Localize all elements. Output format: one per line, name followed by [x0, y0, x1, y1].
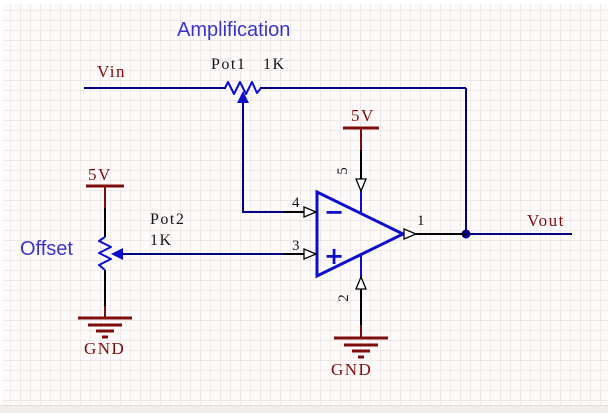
pin-1-arrow — [403, 228, 418, 240]
pin-number-3: 3 — [292, 238, 300, 254]
top-edge-margin — [0, 0, 608, 4]
pot2-wiper-arrow — [111, 248, 123, 260]
bottom-edge-strip — [0, 405, 608, 413]
annotation-amplification: Amplification — [177, 19, 291, 41]
pot2-value: 1K — [150, 232, 173, 249]
pin-number-5: 5 — [334, 167, 351, 175]
pot1-wiper-wire — [242, 103, 285, 213]
pin-stubs — [104, 150, 466, 325]
annotation-offset: Offset — [20, 238, 73, 260]
opamp-plus-sign: + — [324, 242, 344, 270]
opamp-minus-sign: − — [324, 198, 344, 226]
pot1-value: 1K — [263, 56, 286, 73]
pin-2-arrow — [355, 275, 367, 290]
net-label-vin: Vin — [97, 62, 126, 81]
pot1-wiper-arrow — [237, 91, 249, 103]
net-label-vout: Vout — [527, 211, 565, 230]
pin-number-1: 1 — [417, 213, 425, 229]
power-label-5v-left: 5V — [88, 165, 112, 184]
power-label-5v-top: 5V — [351, 106, 375, 125]
gnd-label-right: GND — [331, 360, 373, 379]
gnd-symbol-left — [78, 306, 132, 339]
left-edge-margin — [0, 0, 3, 413]
pin-number-2: 2 — [335, 294, 352, 302]
pot1-designator: Pot1 — [211, 56, 247, 73]
power-bar-left — [86, 184, 124, 208]
pin-5-arrow — [355, 178, 367, 193]
gnd-label-left: GND — [84, 339, 126, 358]
pin-number-4: 4 — [292, 195, 300, 211]
power-bar-top — [343, 126, 379, 150]
gnd-symbol-right — [334, 325, 388, 359]
pot1-resistor — [224, 81, 262, 95]
pot2-resistor — [98, 236, 112, 271]
pot2-designator: Pot2 — [150, 211, 186, 228]
pin-3-arrow — [303, 248, 318, 260]
pin-arrows — [303, 178, 418, 290]
pin-4-arrow — [303, 206, 318, 218]
